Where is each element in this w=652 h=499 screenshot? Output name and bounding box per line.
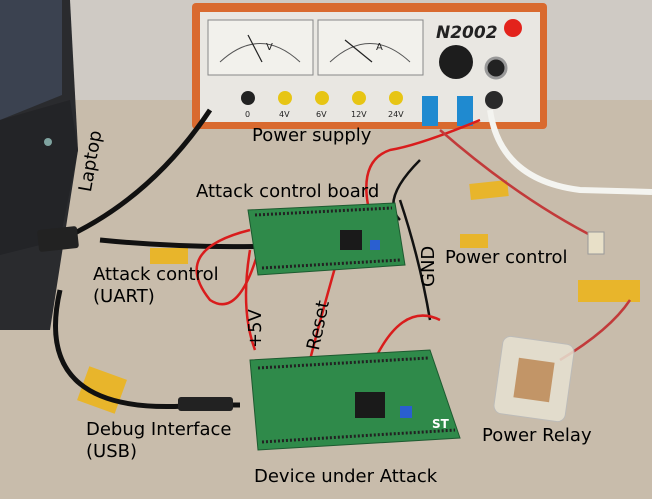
device-board-button [400,406,412,418]
usb-cable [53,289,240,410]
terminal-12v [352,91,366,105]
laptop-led [44,138,52,146]
st-logo: ST [432,417,450,431]
gnd-wire [398,199,432,321]
label-attack-control-board: Attack control board [196,181,380,202]
label-device-under-attack: Device under Attack [254,466,438,487]
voltage-knob [439,45,473,79]
terminal-24v [389,91,403,105]
label-debug-interface-line1: Debug Interface [86,419,232,440]
attack-board-header-bottom [261,258,401,270]
label-plus-5v: +5V [245,309,266,348]
voltmeter-needle [247,34,263,63]
white-cable [487,109,652,195]
usb-connector-laptop [37,226,79,252]
ground-jack [485,91,503,109]
ammeter-needle [344,39,373,63]
red-wire-psu [365,118,481,206]
label-attack-control-line2: (UART) [93,286,155,307]
terminal-label-4v: 4V [279,110,290,119]
power-supply-brand: N2002 [436,23,498,43]
device-board-header-top [257,356,429,370]
power-indicator-led [504,19,522,37]
terminal-label-24v: 24V [388,110,404,119]
usb-connector-board [178,397,233,411]
ammeter [317,19,424,76]
attack-board-header-top [254,206,393,217]
terminal-0 [241,91,255,105]
laptop-keyboard [0,100,78,255]
blue-plug-right [457,96,473,126]
terminal-label-12v: 12V [351,110,367,119]
label-debug-interface-line2: (USB) [86,441,137,462]
tape-4 [578,280,640,302]
tape-3 [150,248,188,264]
ammeter-unit: A [376,42,383,53]
label-power-relay: Power Relay [482,425,592,446]
relay-coil [513,357,555,403]
output-jack [484,56,508,80]
blue-plug-left [422,96,438,126]
label-power-control: Power control [445,247,568,268]
tape-2 [460,234,488,248]
ammeter-scale [329,43,411,63]
red-wire-control [439,129,601,242]
attack-board-button [370,240,380,250]
terminal-label-6v: 6V [316,110,327,119]
label-gnd: GND [418,245,439,287]
terminal-4v [278,91,292,105]
voltmeter-unit: V [266,42,273,53]
voltmeter [207,19,314,76]
label-attack-control-line1: Attack control [93,264,219,285]
device-board-header-bottom [261,428,456,444]
label-power-supply: Power supply [252,125,372,146]
tape-1 [469,180,509,200]
terminal-6v [315,91,329,105]
voltmeter-scale [219,43,301,63]
attack-control-board-pcb [247,202,406,276]
power-control-connector [587,231,605,255]
red-wire-5v [244,249,257,351]
laptop-screen [0,0,62,120]
terminal-label-0: 0 [245,110,250,119]
device-board-chip [355,392,385,418]
black-cable-laptop-psu [58,108,213,243]
attack-board-chip [340,230,362,250]
